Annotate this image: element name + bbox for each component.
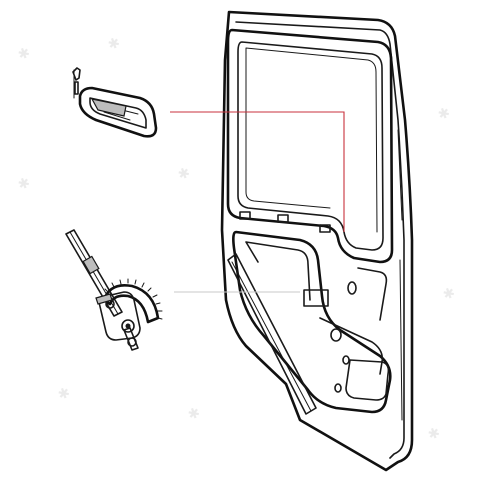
watermark-pattern: ✱ ✱ ✱ ✱ ✱ ✱ ✱ ✱ ✱ — [16, 35, 457, 444]
svg-text:✱: ✱ — [441, 285, 457, 304]
upper-recess — [245, 241, 311, 301]
lower-right-stiffener — [357, 267, 388, 321]
svg-text:✱: ✱ — [16, 175, 32, 194]
door-shell-icon — [220, 10, 414, 472]
regulator-pivot-center — [125, 323, 131, 329]
handle-lever — [90, 98, 127, 117]
regulator-shaft-hole — [330, 328, 342, 342]
inner-panel-opening — [232, 230, 392, 414]
handle-clip — [72, 67, 81, 95]
svg-text:✱: ✱ — [56, 385, 72, 404]
small-hole-1 — [342, 355, 350, 365]
window-frame-inner — [237, 41, 384, 251]
handle-mount-recess — [303, 289, 329, 307]
window-regulator-icon — [65, 229, 163, 351]
door-hinge-line — [397, 129, 403, 421]
small-hole-2 — [334, 383, 342, 393]
window-glass-edge — [245, 47, 378, 233]
sill-slot-3 — [319, 224, 331, 233]
svg-text:✱: ✱ — [106, 35, 122, 54]
regulator-arm — [65, 229, 123, 317]
regulator-pivot — [121, 319, 135, 333]
svg-text:✱: ✱ — [426, 425, 442, 444]
svg-text:✱: ✱ — [176, 165, 192, 184]
regulator-spring — [95, 293, 113, 305]
door-handle-icon — [72, 67, 158, 138]
handle-body — [78, 86, 158, 138]
lock-recess — [345, 359, 390, 401]
regulator-shaft — [123, 327, 139, 351]
inner-ledge — [319, 317, 384, 375]
gear-teeth — [104, 278, 163, 320]
door-inner-flange — [235, 21, 405, 459]
regulator-slide — [82, 255, 100, 275]
glass-channel-outer — [227, 253, 317, 415]
leader-line-handle — [170, 111, 345, 232]
window-frame-outer — [226, 28, 394, 264]
callout-leaders — [170, 111, 345, 293]
svg-text:✱: ✱ — [436, 105, 452, 124]
regulator-gear-sector — [102, 284, 160, 324]
upper-hole — [347, 281, 357, 295]
svg-text:✱: ✱ — [186, 405, 202, 424]
glass-channel-inner — [231, 261, 312, 412]
door-outer-edge — [220, 10, 414, 472]
handle-recess — [89, 97, 147, 129]
sill-slot-1 — [239, 211, 251, 220]
sill-slot-2 — [277, 214, 289, 223]
regulator-pivot-plate — [97, 291, 141, 341]
svg-text:✱: ✱ — [16, 45, 32, 64]
